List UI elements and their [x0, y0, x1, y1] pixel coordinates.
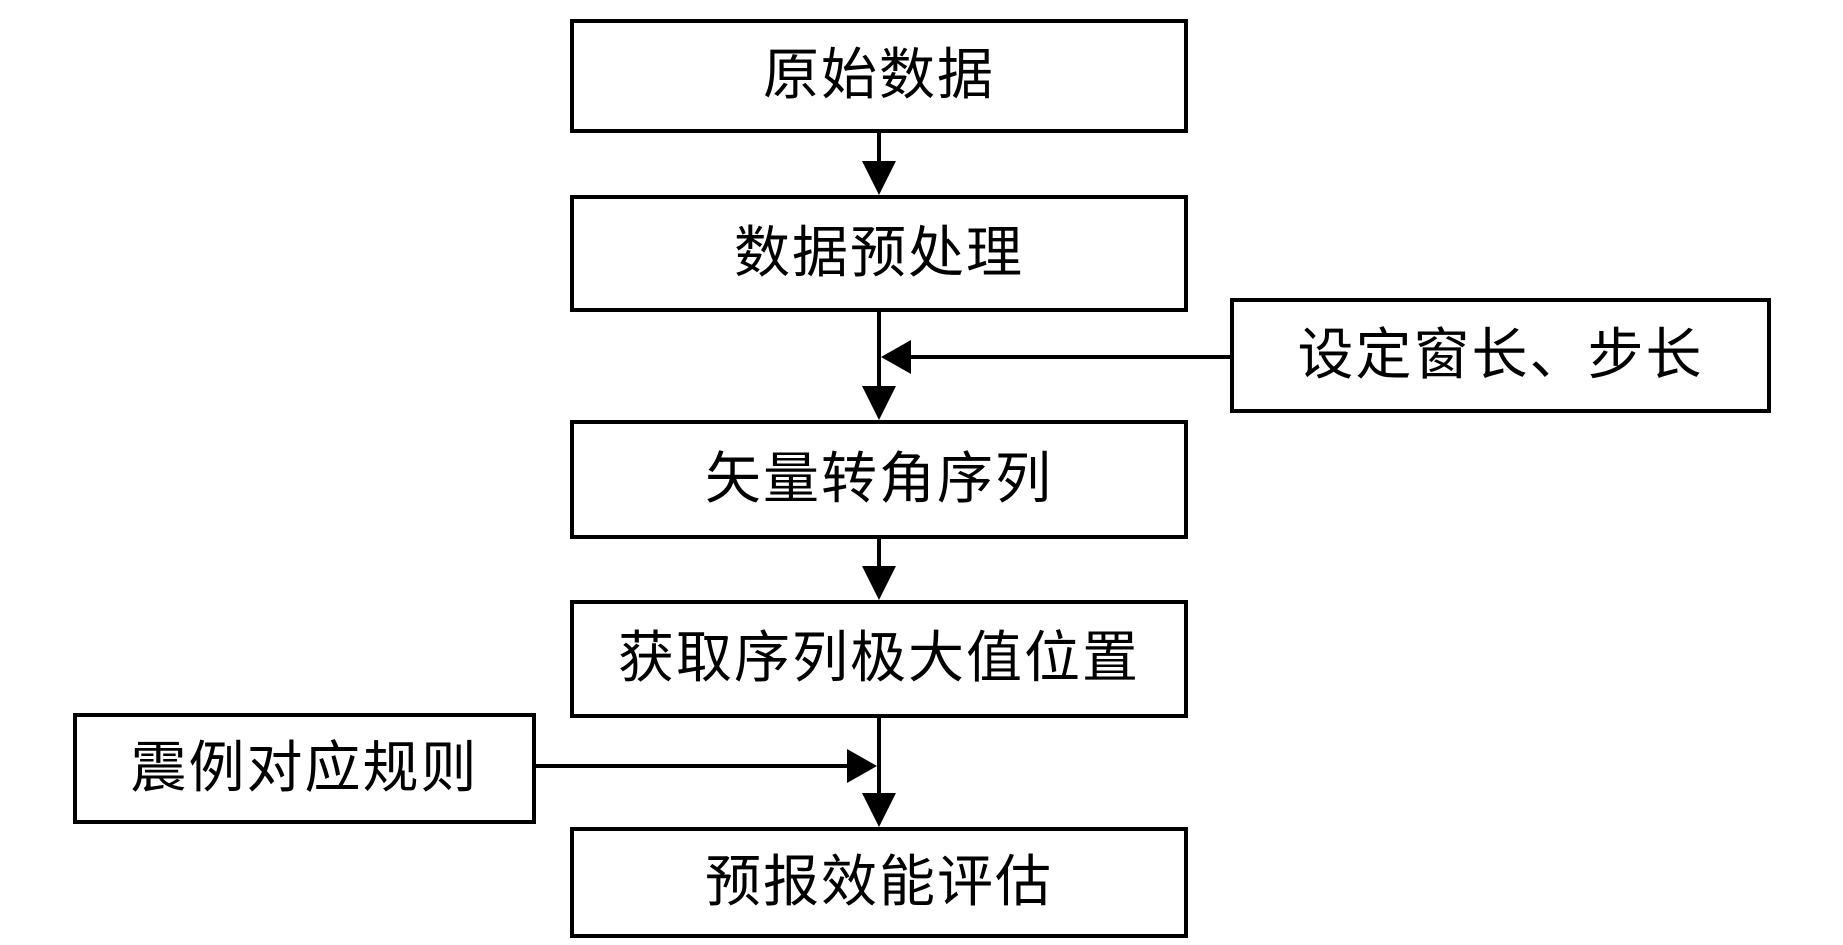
node-vector-angle-sequence: 矢量转角序列	[570, 420, 1188, 539]
node-raw-data: 原始数据	[570, 19, 1188, 133]
node-set-window-step-label: 设定窗长、步长	[1297, 324, 1704, 387]
node-case-correspondence-rules-label: 震例对应规则	[130, 737, 479, 800]
arrow-preprocess-to-vector-shaft	[877, 312, 881, 388]
node-sequence-maxima-position: 获取序列极大值位置	[570, 600, 1188, 718]
arrow-vector-to-maxima-head-icon	[862, 566, 896, 600]
node-sequence-maxima-position-label: 获取序列极大值位置	[618, 628, 1140, 690]
node-forecast-performance-evaluation-label: 预报效能评估	[705, 851, 1053, 914]
node-case-correspondence-rules: 震例对应规则	[73, 713, 536, 824]
arrow-maxima-to-evaluation-shaft	[877, 718, 881, 795]
arrow-vector-to-maxima-shaft	[877, 539, 881, 568]
connector-case-rules-head-icon	[847, 749, 877, 783]
node-raw-data-label: 原始数据	[763, 45, 995, 107]
node-set-window-step: 设定窗长、步长	[1230, 298, 1771, 413]
connector-window-step-shaft	[911, 355, 1230, 359]
arrow-raw-to-preprocess-head-icon	[862, 161, 896, 195]
node-data-preprocessing: 数据预处理	[570, 195, 1188, 312]
node-forecast-performance-evaluation: 预报效能评估	[570, 827, 1188, 938]
node-data-preprocessing-label: 数据预处理	[734, 222, 1024, 285]
connector-window-step-head-icon	[881, 340, 911, 374]
arrow-raw-to-preprocess-shaft	[877, 133, 881, 163]
arrow-maxima-to-evaluation-head-icon	[862, 793, 896, 827]
node-vector-angle-sequence-label: 矢量转角序列	[705, 448, 1053, 511]
arrow-preprocess-to-vector-head-icon	[862, 386, 896, 420]
connector-case-rules-shaft	[536, 764, 847, 768]
